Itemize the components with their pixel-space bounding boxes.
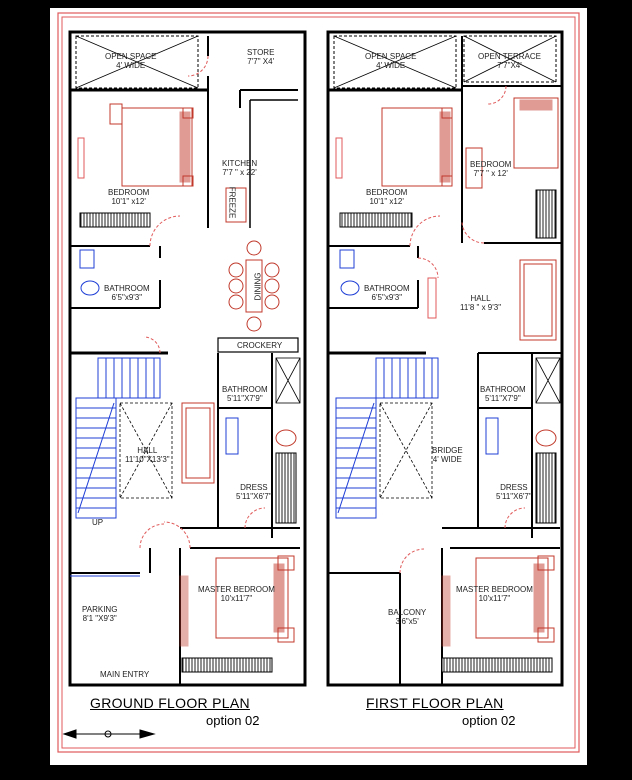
first-floor-title: FIRST FLOOR PLAN [366, 695, 504, 711]
ground-floor-title: GROUND FLOOR PLAN [90, 695, 250, 711]
shafts [275, 357, 561, 404]
ground-floor-option: option 02 [206, 713, 260, 728]
g-up-label: UP [92, 518, 104, 527]
first-stairs [335, 357, 439, 519]
g-freeze-label: FREEZE [227, 186, 237, 219]
ground-furniture [77, 55, 297, 673]
g-main-entry-label: MAIN ENTRY [100, 670, 150, 679]
floor-plans [57, 12, 580, 753]
sheet-border-outer [57, 12, 580, 753]
north-arrow-icon [62, 729, 156, 739]
g-crockery-label: CROCKERY [237, 341, 283, 350]
ground-floor-plan [68, 30, 307, 687]
ground-stairs [75, 357, 161, 519]
first-furniture [335, 85, 559, 673]
first-floor-option: option 02 [462, 713, 516, 728]
ground-cutout [119, 402, 173, 499]
first-floor-plan [326, 30, 564, 687]
sheet-border-inner [61, 16, 576, 749]
g-dining-label: DINING [253, 272, 263, 301]
first-cutout [379, 402, 433, 499]
